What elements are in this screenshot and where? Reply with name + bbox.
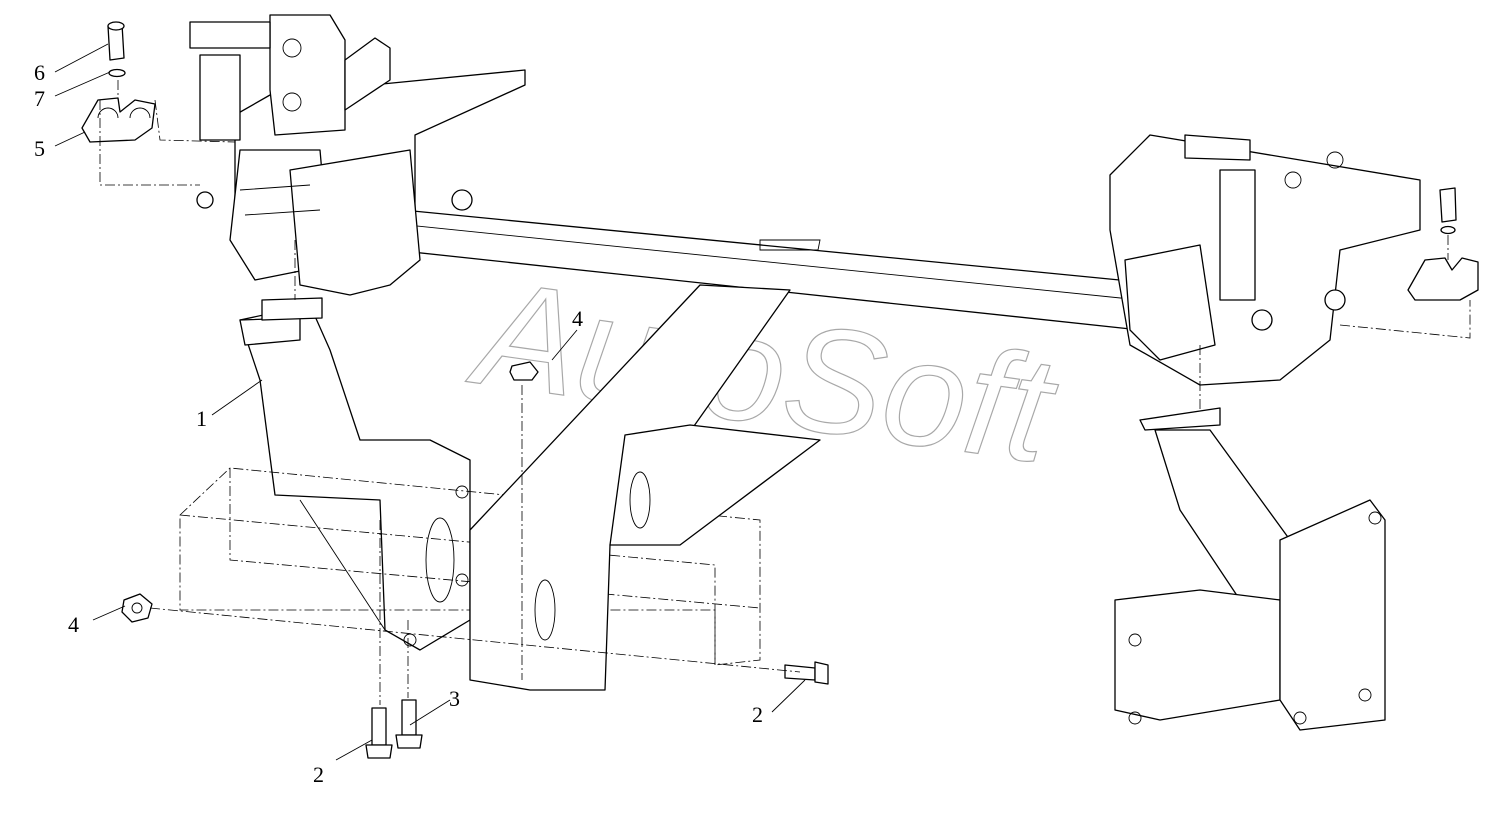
clamp-right	[1407, 257, 1479, 301]
callout-6: 6	[34, 60, 45, 85]
callout-7: 7	[34, 86, 45, 111]
callout-5: 5	[34, 136, 45, 161]
assembly-centerlines	[99, 80, 1471, 705]
nut-4-left	[121, 593, 153, 623]
clamp-left	[81, 97, 156, 143]
right-upper-bracket	[1109, 134, 1421, 386]
callout-1: 1	[196, 406, 207, 431]
callout-3: 3	[449, 686, 460, 711]
right-support-bracket	[1114, 407, 1386, 731]
bolt-right	[1439, 187, 1457, 235]
left-support-bracket-1	[239, 297, 471, 651]
bolt-3	[395, 699, 423, 749]
callout-4-left: 4	[68, 612, 79, 637]
callout-4-center: 4	[572, 306, 583, 331]
washer-7	[108, 68, 126, 78]
bolt-2-right	[784, 661, 829, 685]
left-upper-bracket	[189, 14, 526, 296]
leader-lines	[54, 43, 806, 761]
callout-2-left: 2	[313, 762, 324, 787]
bolt-6	[107, 21, 125, 61]
bolt-2-left	[365, 707, 393, 759]
nut-4-center	[509, 361, 539, 381]
callout-2-right: 2	[752, 702, 763, 727]
frame-rail	[469, 239, 821, 691]
